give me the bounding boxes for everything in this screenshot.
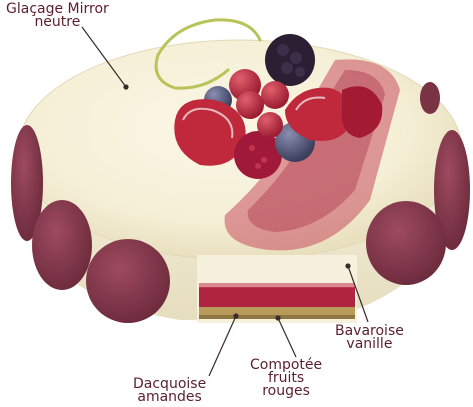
label-bavaroise: Bavaroise vanille — [335, 325, 404, 351]
label-compotee-line3: rouges — [250, 385, 322, 398]
dacquoise-layer — [199, 307, 355, 315]
label-glacage-line2: neutre — [6, 16, 109, 29]
label-bavaroise-line2: vanille — [335, 338, 404, 351]
label-compotee: Compotée fruits rouges — [250, 359, 322, 398]
leader-line-dacquoise — [209, 316, 236, 376]
compotee-layer — [199, 287, 355, 307]
label-dacquoise: Dacquoise amandes — [133, 378, 206, 404]
label-glacage: Glaçage Mirror neutre — [6, 3, 109, 29]
label-dacquoise-line2: amandes — [133, 391, 206, 404]
leader-line-compotee — [278, 318, 296, 357]
slice-cut-face — [197, 255, 357, 323]
